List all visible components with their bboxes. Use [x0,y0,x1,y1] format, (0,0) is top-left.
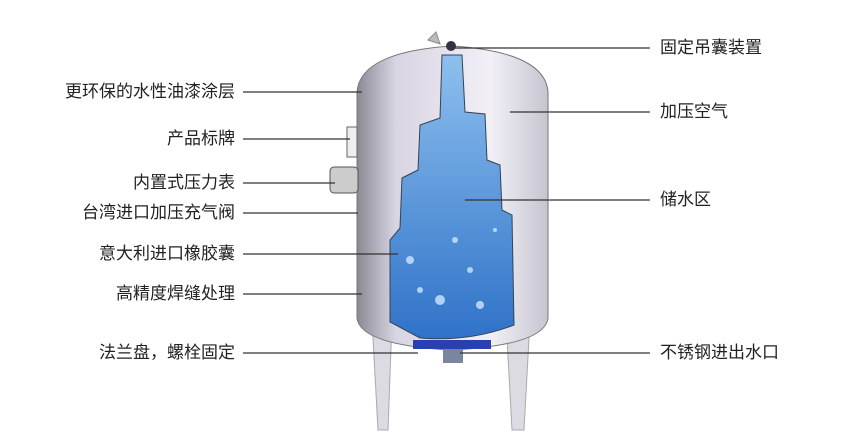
label-pressure-gauge: 内置式压力表 [133,173,235,193]
label-charging-valve: 台湾进口加压充气阀 [82,203,235,223]
label-bladder-mount: 固定吊囊装置 [660,38,762,58]
label-flange: 法兰盘，螺栓固定 [99,343,235,363]
label-outlet: 不锈钢进出水口 [660,343,779,363]
label-welding: 高精度焊缝处理 [116,284,235,304]
label-product-plate: 产品标牌 [167,129,235,149]
tank-legs [371,319,531,431]
label-paint-coating: 更环保的水性油漆涂层 [65,82,235,102]
leader-lines [243,47,650,354]
label-pressurized-air: 加压空气 [660,102,728,122]
water-bladder [389,54,515,340]
label-water-storage: 储水区 [660,190,711,210]
pressure-gauge [329,166,359,194]
label-rubber-bladder: 意大利进口橡胶囊 [99,244,235,264]
water-outlet [443,349,463,363]
flange [413,340,491,349]
